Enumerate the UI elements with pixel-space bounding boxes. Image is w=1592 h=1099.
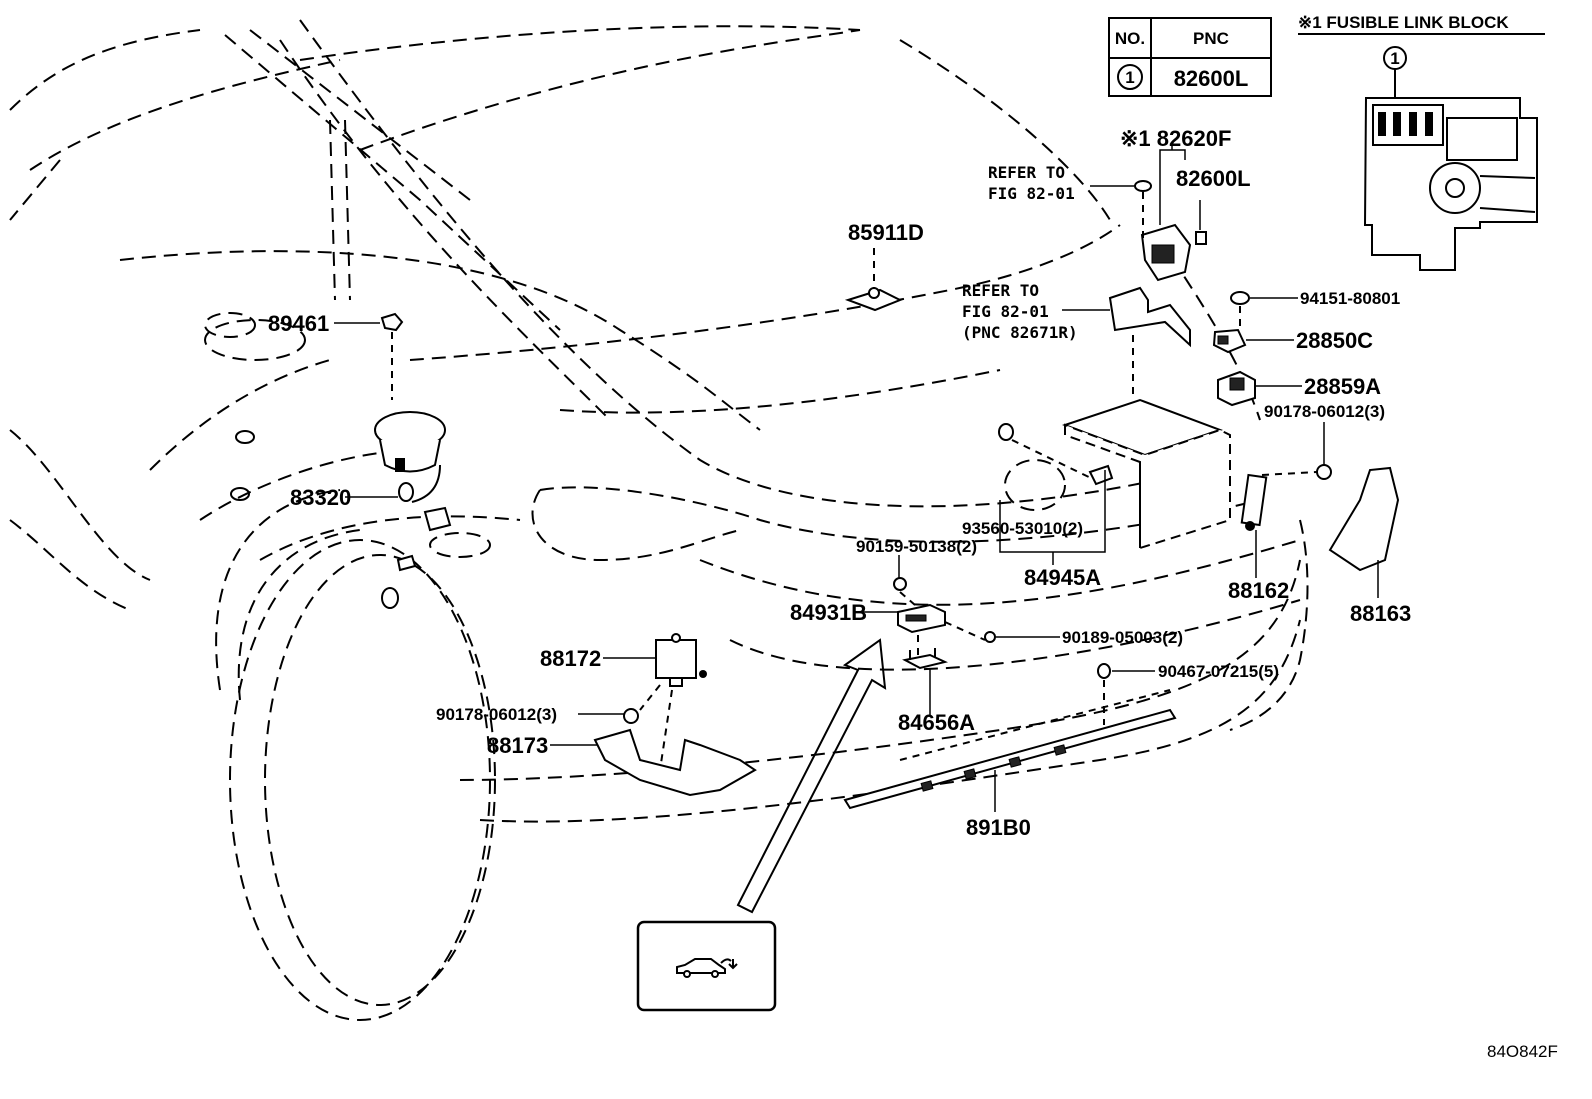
part-90189-05003[interactable] [984, 631, 996, 643]
part-82671R-bracket [1108, 286, 1191, 400]
part-83320[interactable] [374, 411, 452, 572]
label-89461[interactable]: 89461 [268, 311, 329, 336]
car-body-outline [9, 19, 1309, 1021]
label-84656A[interactable]: 84656A [898, 710, 975, 735]
label-90178-06012-right[interactable]: 90178-06012(3) [1264, 402, 1385, 421]
figure-code: 84O842F [1487, 1042, 1558, 1061]
part-90178-nut-left [623, 708, 639, 724]
part-84931B[interactable] [897, 603, 986, 655]
part-nut-top [1134, 180, 1152, 240]
part-battery [1062, 398, 1231, 550]
label-refer-fig-1-line2[interactable]: FIG 82-01 [988, 184, 1075, 203]
table-header-pnc: PNC [1193, 29, 1229, 48]
label-88172[interactable]: 88172 [540, 646, 601, 671]
table-row-pnc: 82600L [1174, 66, 1249, 91]
label-84945A[interactable]: 84945A [1024, 565, 1101, 590]
part-88172[interactable] [639, 633, 707, 771]
label-90159-50138[interactable]: 90159-50138(2) [856, 537, 977, 556]
label-refer-fig-2-line1: REFER TO [962, 281, 1039, 300]
part-89461[interactable] [380, 312, 404, 400]
part-28850C[interactable] [1212, 328, 1247, 354]
label-90467-07215[interactable]: 90467-07215(5) [1158, 662, 1279, 681]
label-93560-53010[interactable]: 93560-53010(2) [962, 519, 1083, 538]
part-labels: ※1 82620F 82600L REFER TO FIG 82-01 REFE… [268, 126, 1411, 840]
part-891B0[interactable] [843, 689, 1177, 810]
label-28859A[interactable]: 28859A [1304, 374, 1381, 399]
part-85911D[interactable] [844, 248, 903, 312]
fusible-link-inset: ※1 FUSIBLE LINK BLOCK 1 [1298, 13, 1545, 271]
part-88163[interactable] [1328, 466, 1400, 572]
pnc-legend-table: NO. PNC 1 82600L [1108, 17, 1272, 97]
label-28850C[interactable]: 28850C [1296, 328, 1373, 353]
part-94151-80801[interactable] [1230, 291, 1250, 330]
table-header-no: NO. [1115, 29, 1145, 48]
label-90189-05003[interactable]: 90189-05003(2) [1062, 628, 1183, 647]
label-88162[interactable]: 88162 [1228, 578, 1289, 603]
label-83320[interactable]: 83320 [290, 485, 351, 510]
label-891B0[interactable]: 891B0 [966, 815, 1031, 840]
label-refer-fig-1-line1: REFER TO [988, 163, 1065, 182]
leader-lines [334, 185, 1379, 812]
part-84656A[interactable] [902, 648, 949, 670]
part-88173[interactable] [593, 728, 757, 797]
label-82600L[interactable]: 82600L [1176, 166, 1251, 191]
label-85911D[interactable]: 85911D [848, 220, 924, 245]
view-detail-box[interactable] [636, 920, 777, 1012]
label-82620F[interactable]: ※1 82620F [1120, 126, 1231, 151]
part-93560-53010[interactable] [998, 423, 1114, 486]
part-82620F-fuse-block[interactable] [1140, 143, 1207, 282]
label-84931B[interactable]: 84931B [790, 600, 867, 625]
view-direction-arrow [736, 638, 887, 914]
inset-callout: 1 [1390, 49, 1399, 68]
table-row-no: 1 [1125, 68, 1134, 87]
part-90467-07215[interactable] [1097, 663, 1111, 725]
car-trunk-open-icon [676, 958, 738, 978]
label-refer-fig-2-line2[interactable]: FIG 82-01 [962, 302, 1049, 321]
label-94151-80801[interactable]: 94151-80801 [1300, 289, 1400, 308]
part-90178-nut-right [1261, 464, 1332, 480]
inset-title: ※1 FUSIBLE LINK BLOCK [1298, 13, 1509, 32]
label-refer-fig-2-line3[interactable]: (PNC 82671R) [962, 323, 1078, 342]
part-88162[interactable] [1240, 473, 1268, 531]
label-90178-06012-left[interactable]: 90178-06012(3) [436, 705, 557, 724]
part-90159-50138[interactable] [893, 577, 916, 606]
label-88173[interactable]: 88173 [487, 733, 548, 758]
label-88163[interactable]: 88163 [1350, 601, 1411, 626]
part-28859A[interactable] [1217, 370, 1256, 407]
